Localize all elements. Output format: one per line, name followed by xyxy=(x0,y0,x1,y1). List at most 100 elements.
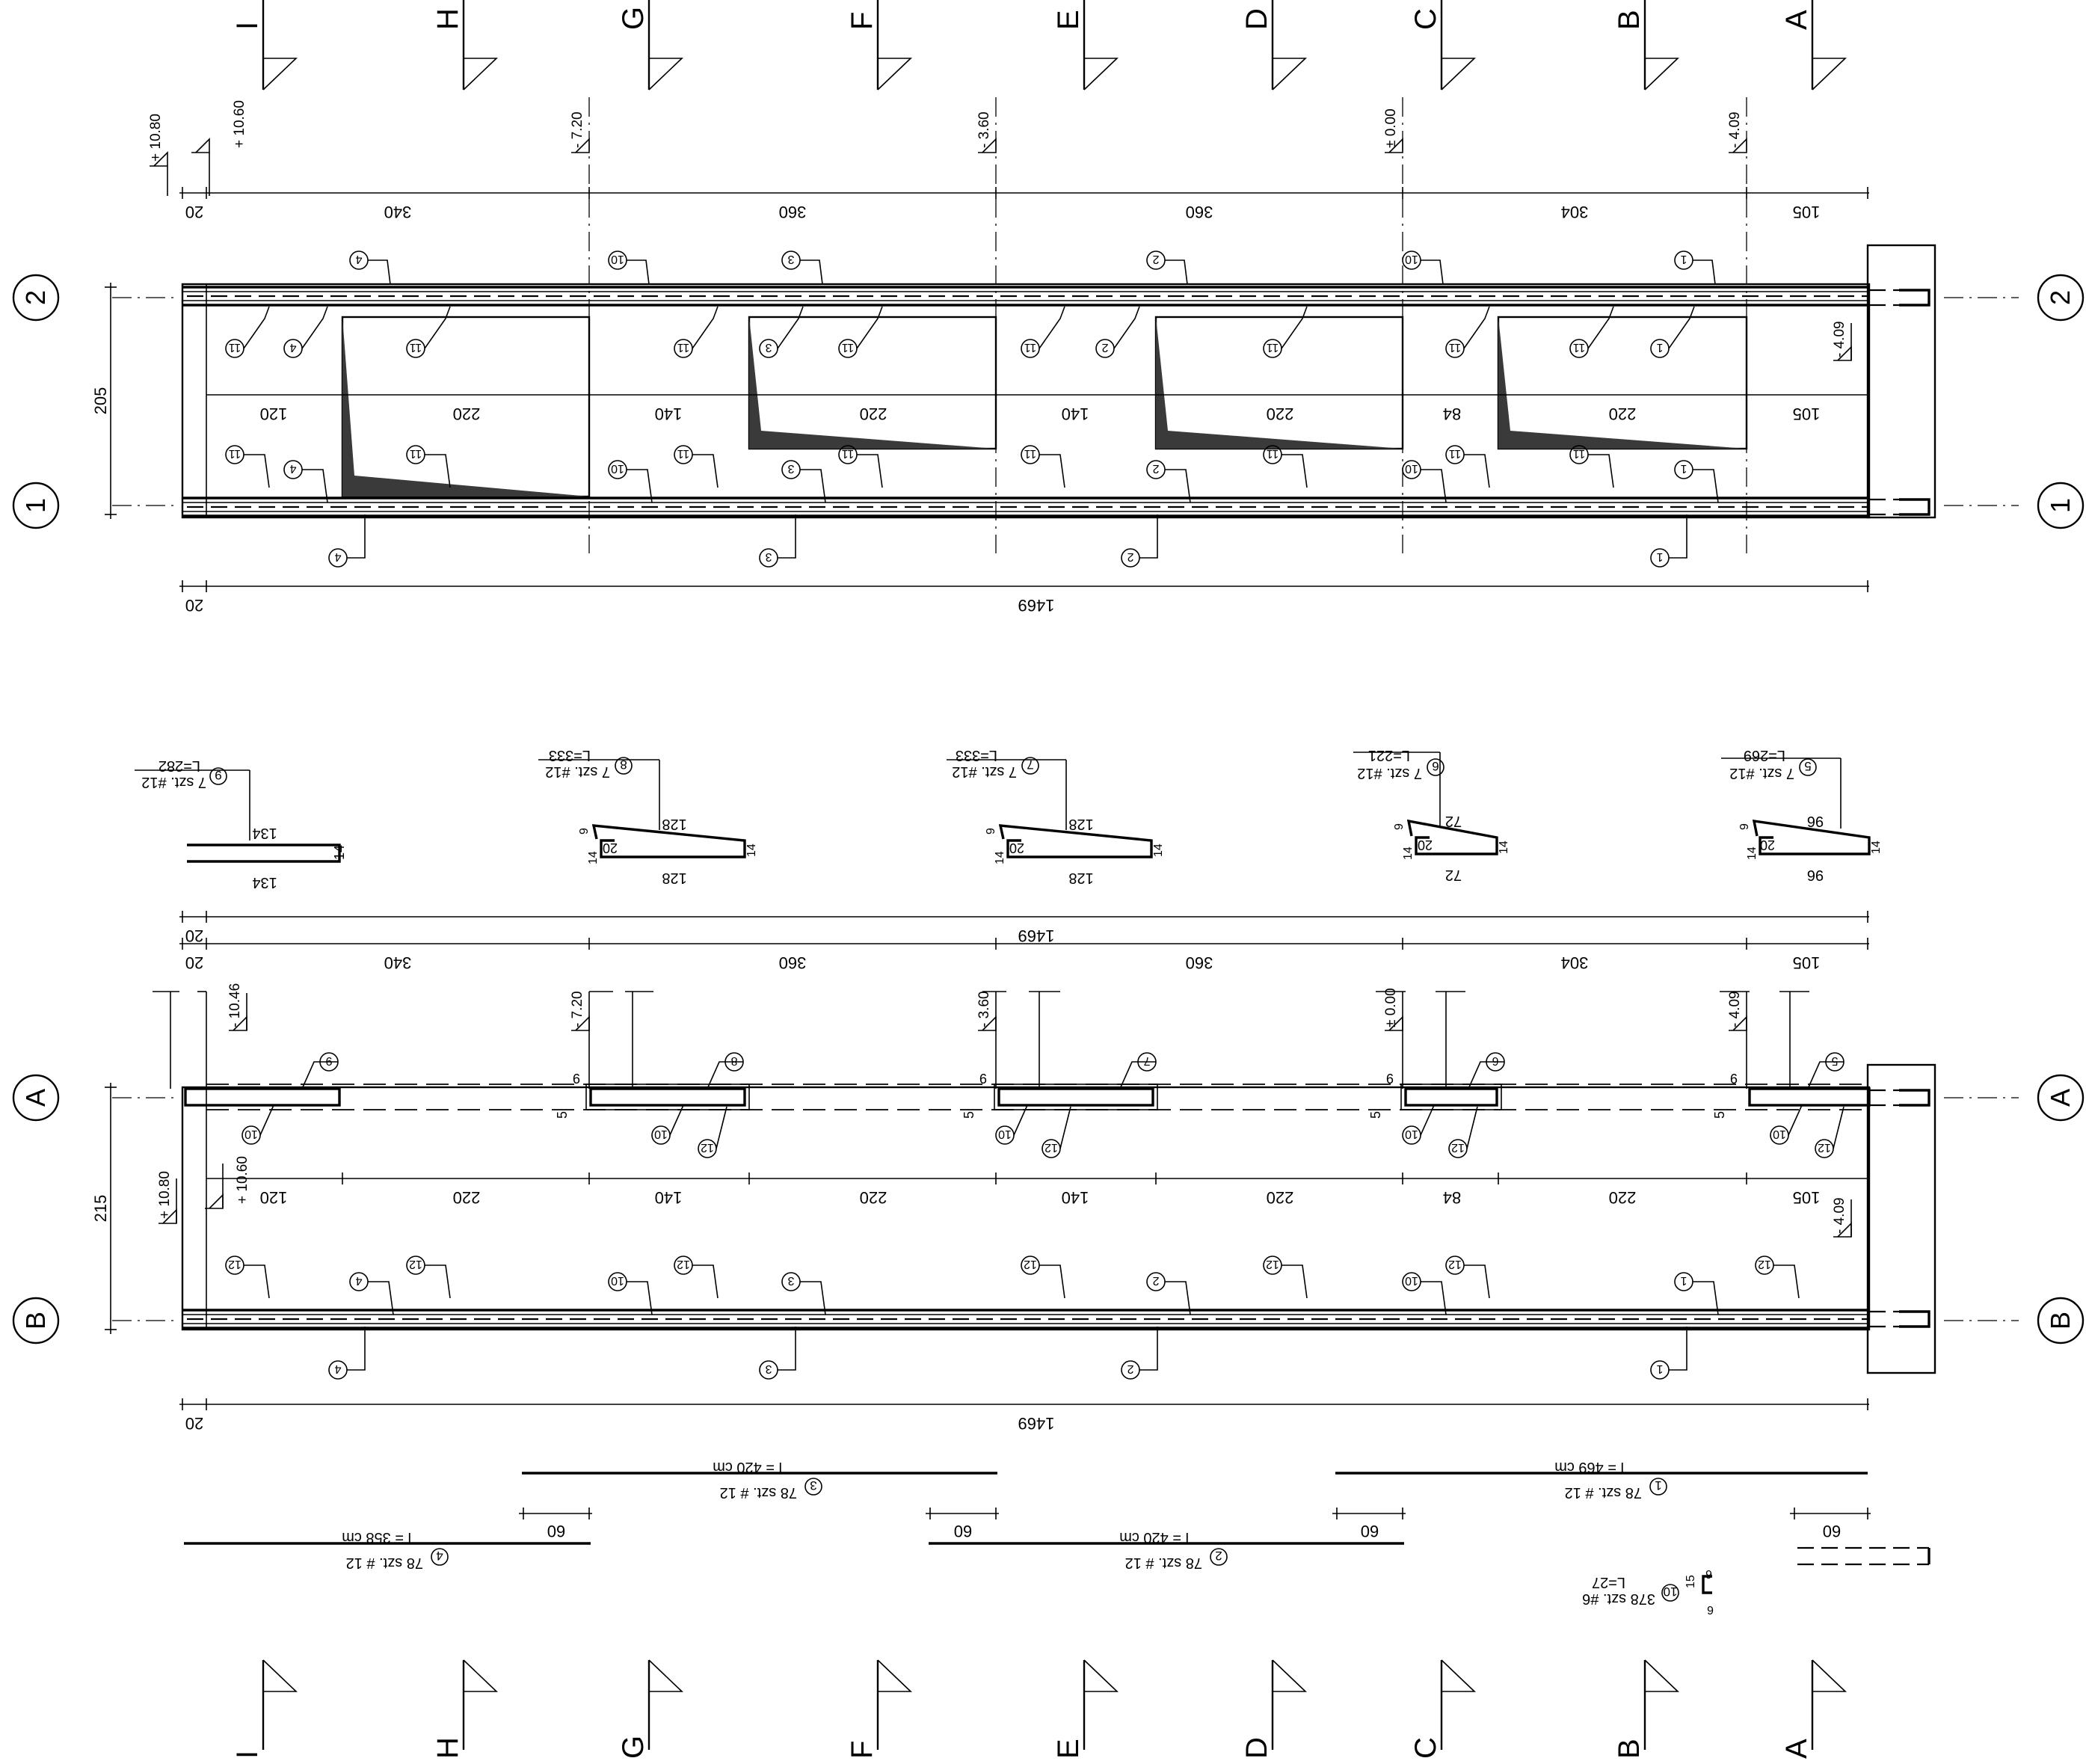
bar-length: l = 469 cm xyxy=(1554,1459,1624,1475)
bar-dim: 14 xyxy=(745,843,758,857)
dim-label: 360 xyxy=(779,203,807,221)
bar-mark-number: 11 xyxy=(410,447,422,460)
bar-mark-number: 3 xyxy=(765,550,772,563)
bar-mark-number: 5 xyxy=(1831,1054,1838,1067)
bar-mark-number: 12 xyxy=(1818,1141,1831,1154)
dim-label: 20 xyxy=(185,953,203,972)
bar-mark-callout: 10 xyxy=(608,460,653,503)
bar-mark-number: 10 xyxy=(1405,462,1418,475)
bar-mark-callout: 9 xyxy=(301,1052,339,1090)
bar-mark-callout: 1 xyxy=(1650,1327,1687,1380)
bar-mark-number: 4 xyxy=(355,253,362,265)
bar-mark-number: 10 xyxy=(611,253,624,265)
bar-mark-callout: 10 xyxy=(1402,1272,1447,1315)
level-label: - 4.09 xyxy=(1727,111,1743,148)
bar-mark-callout: 11 xyxy=(838,445,883,488)
dim-label: 20 xyxy=(185,1414,203,1433)
axis-label: 2 xyxy=(2045,290,2076,305)
dim-label: 140 xyxy=(1062,1188,1089,1207)
bar-dim: 20 xyxy=(1418,838,1433,852)
bar-mark-number: 11 xyxy=(677,341,690,354)
dim-label: 140 xyxy=(655,405,683,423)
grid-label: D xyxy=(1240,1737,1273,1759)
bar-mark-number: 1 xyxy=(1656,341,1663,354)
grid-label: F xyxy=(846,1741,879,1759)
bar-mark-callout: 11 xyxy=(1445,445,1490,488)
bar-mark-callout: 2 xyxy=(1121,514,1158,568)
bar-dim: 14 xyxy=(1402,846,1415,860)
bar-mark-callout: 11 xyxy=(225,445,270,488)
bar-dim: 9 xyxy=(578,828,591,835)
bar-mark-number: 11 xyxy=(842,341,855,354)
bar-mark-number: 4 xyxy=(334,550,341,563)
bar-dim: 14 xyxy=(1746,846,1759,860)
level-label: - 10.46 xyxy=(227,983,243,1027)
bar-mark-callout: 12 xyxy=(1755,1256,1800,1299)
grid-label: C xyxy=(1409,8,1442,30)
axis-marker-2-left: 2 xyxy=(12,274,60,322)
bar-mark-callout: 3 xyxy=(759,306,804,358)
bar-length: l = 420 cm xyxy=(713,1459,782,1475)
bar-mark-callout: 11 xyxy=(838,306,883,358)
level-label: + 10.80 xyxy=(148,114,164,162)
bar-mark-callout: 1 xyxy=(1674,251,1716,285)
bar-mark-number: 10 xyxy=(611,1274,624,1287)
bar-label: 78 szt. # 12 xyxy=(346,1555,423,1571)
grid-label: E xyxy=(1052,1739,1085,1759)
bar-mark-number: 12 xyxy=(409,1258,422,1270)
dim-label: 220 xyxy=(453,1188,481,1207)
dim-label: 205 xyxy=(91,387,110,415)
bar-label: 78 szt. # 12 xyxy=(1125,1555,1202,1571)
lap-dim: 60 xyxy=(954,1522,972,1540)
dim-label: 105 xyxy=(1793,405,1821,423)
level-label: - 3.60 xyxy=(976,111,992,148)
bar-mark-callout: 10 xyxy=(241,1104,274,1145)
link-dim: 6 xyxy=(1707,1603,1714,1616)
bar-mark-callout: 3 xyxy=(781,251,823,285)
bar-mark-number: 10 xyxy=(244,1128,258,1140)
bar-mark-number: 10 xyxy=(1405,1274,1418,1287)
bar-mark-number: 12 xyxy=(701,1141,714,1154)
dim-label: 5 xyxy=(1368,1111,1383,1119)
bar-mark-number: 3 xyxy=(787,253,794,265)
bar-9: 9 7 szt. #12 L=282 134 134 14 xyxy=(135,757,347,891)
bar-mark-callout: 7 xyxy=(1119,1052,1157,1090)
bar-mark-callout: 11 xyxy=(406,445,451,488)
bent-bars: 9 7 szt. #12 L=282 134 134 14 8 7 szt. #… xyxy=(135,747,1883,891)
axis-label: 2 xyxy=(20,290,51,305)
dim-label: 220 xyxy=(860,405,887,423)
bar-length: l = 420 cm xyxy=(1119,1529,1189,1546)
bar-mark-number: 2 xyxy=(1152,253,1159,265)
bar-mark-callout: 2 xyxy=(1095,306,1140,358)
dim-label: 9 xyxy=(1730,1071,1738,1086)
bar-dim: 128 xyxy=(662,816,686,832)
axis-marker-a-right: A xyxy=(2037,1074,2085,1122)
bar-mark-number: 10 xyxy=(611,462,624,475)
bar-mark-callout: 11 xyxy=(1021,306,1065,358)
bar-mark-callout: 12 xyxy=(225,1256,270,1299)
axis-label: B xyxy=(2045,1312,2076,1330)
bar-mark-callout: 2 xyxy=(1146,460,1191,503)
bar-mark-number: 2 xyxy=(1152,1274,1159,1287)
bar-mark: 8 xyxy=(620,757,627,772)
bar-mark-callout: 10 xyxy=(995,1104,1028,1145)
bar-7: 7 7 szt. #12 L=333 128 128 20 9 14 14 xyxy=(947,747,1165,886)
bar-dim: 14 xyxy=(587,851,600,864)
bar-mark-callout: 11 xyxy=(674,306,719,358)
grid-label: C xyxy=(1409,1737,1442,1759)
dim-label: 360 xyxy=(1186,953,1213,972)
bar-mark-callout: 12 xyxy=(406,1256,451,1299)
dim-label: 105 xyxy=(1793,1188,1821,1207)
bar-mark-callout: 4 xyxy=(283,460,328,503)
bar-mark-callout: 12 xyxy=(1021,1256,1065,1299)
bar-mark-callout: 12 xyxy=(674,1256,719,1299)
bar-mark-callout: 11 xyxy=(1569,445,1614,488)
axis-marker-b-left: B xyxy=(12,1297,60,1344)
bar-mark-number: 4 xyxy=(289,462,296,475)
bar-mark-number: 4 xyxy=(289,341,296,354)
dim-label: 360 xyxy=(779,953,807,972)
dim-label: 220 xyxy=(1609,405,1637,423)
bar-mark-number: 2 xyxy=(1127,1362,1133,1375)
bar-mark-callout: 11 xyxy=(674,445,719,488)
